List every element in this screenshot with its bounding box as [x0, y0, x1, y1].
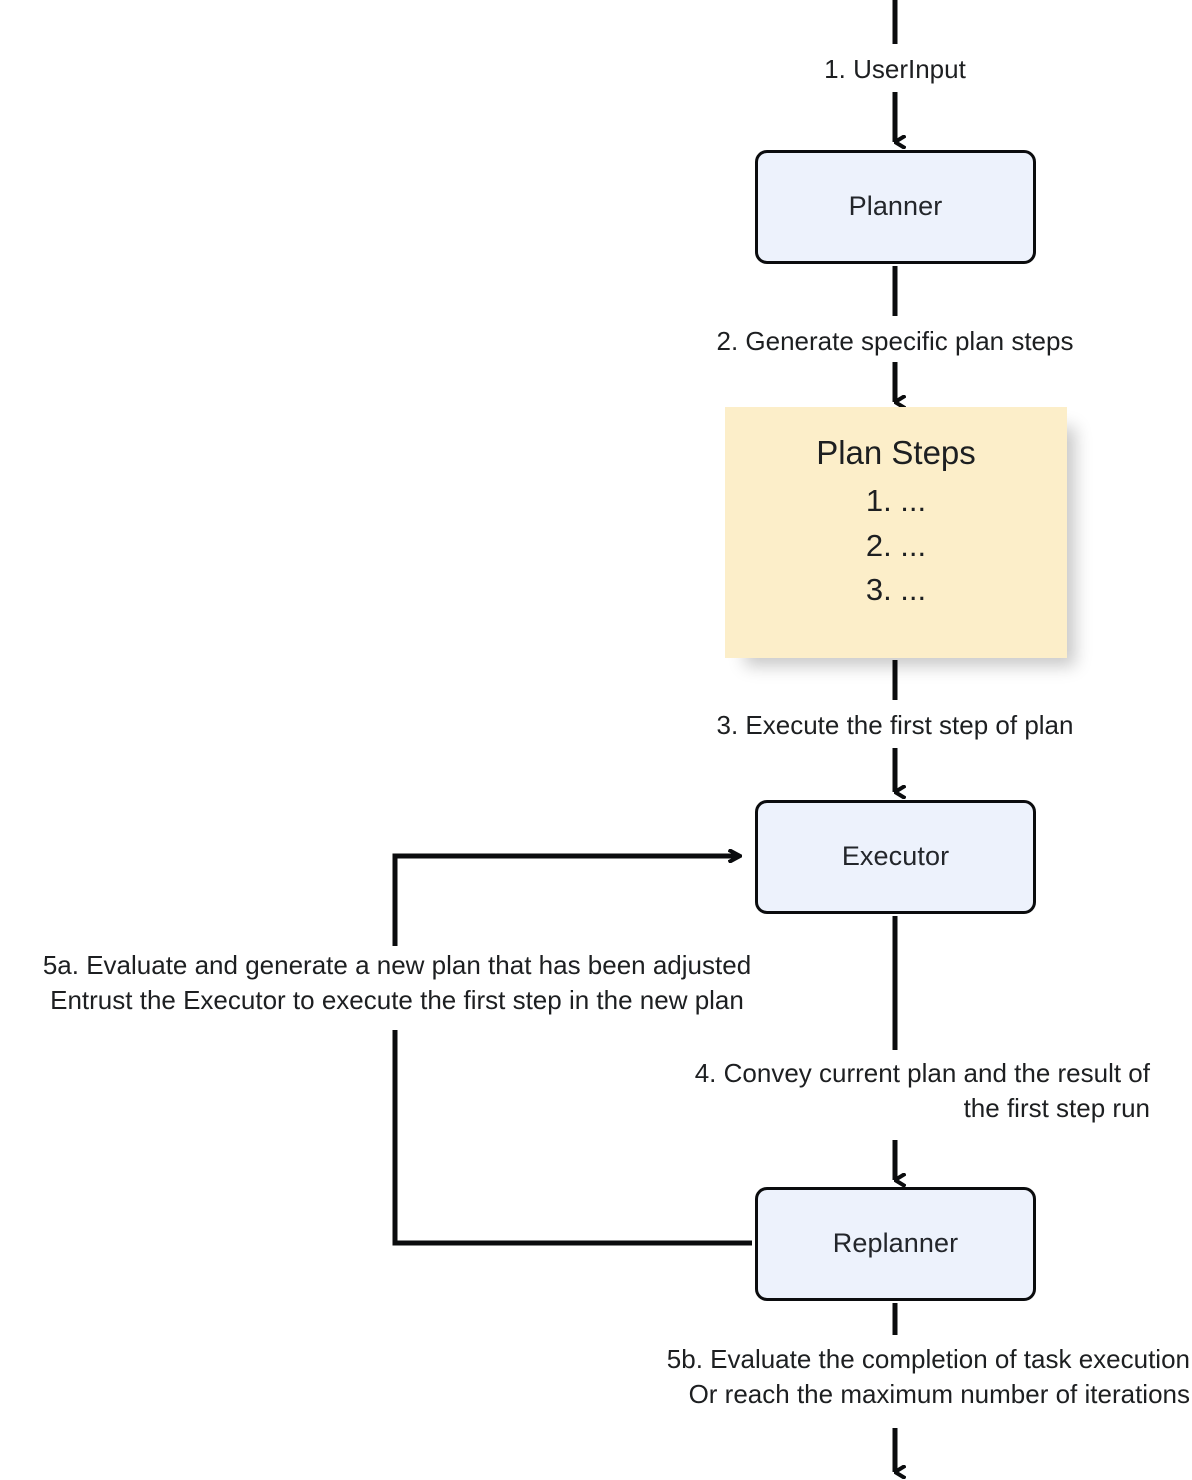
edge-label-5a-replan-loop: 5a. Evaluate and generate a new plan tha…	[5, 948, 789, 1018]
plan-steps-title: Plan Steps	[816, 434, 976, 471]
edge-label-3-execute-first-step: 3. Execute the first step of plan	[665, 708, 1125, 743]
node-replanner-label: Replanner	[832, 1228, 959, 1259]
edge-label-5b-evaluate-completion: 5b. Evaluate the completion of task exec…	[570, 1342, 1190, 1412]
node-executor[interactable]: Executor	[755, 800, 1036, 914]
wire-feedback-upper	[392, 856, 740, 946]
edge-label-1-userinput: 1. UserInput	[695, 52, 1095, 87]
node-plan-steps[interactable]: Plan Steps 1. ... 2. ... 3. ...	[725, 407, 1067, 658]
plan-steps-item-1: 1. ...	[865, 482, 927, 518]
plan-steps-item-3: 3. ...	[865, 572, 927, 608]
edge-label-4-convey-result: 4. Convey current plan and the result of…	[608, 1056, 1150, 1126]
node-planner-label: Planner	[848, 191, 943, 222]
plan-steps-item-2: 2. ...	[865, 527, 927, 563]
edge-label-2-generate-plan: 2. Generate specific plan steps	[665, 324, 1125, 359]
node-executor-label: Executor	[841, 841, 950, 872]
node-replanner[interactable]: Replanner	[755, 1187, 1036, 1301]
node-planner[interactable]: Planner	[755, 150, 1036, 264]
